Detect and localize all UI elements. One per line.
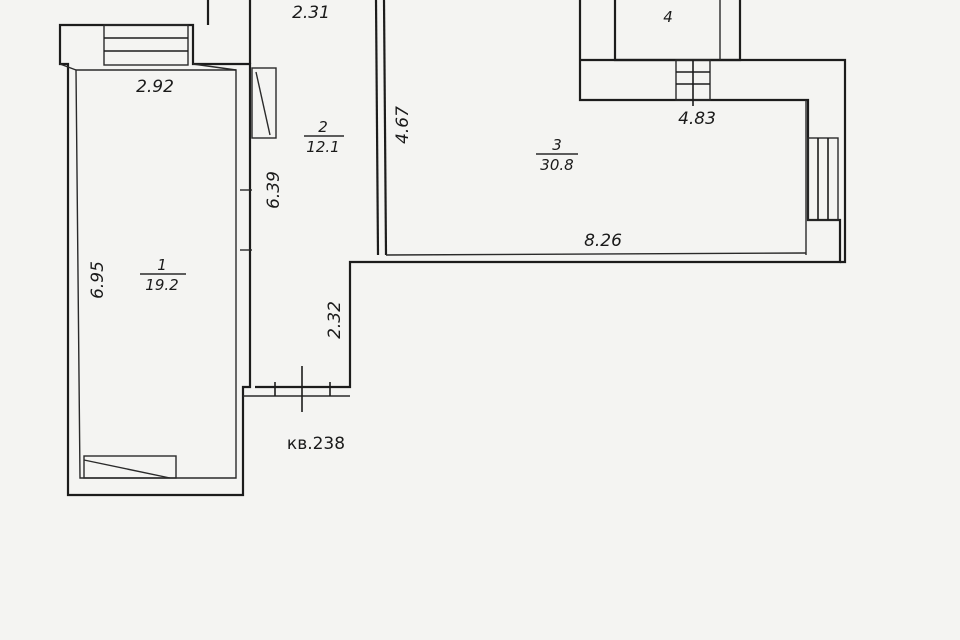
dim-room3-top-width: 4.83 (678, 109, 716, 129)
room-2-number: 2 (318, 118, 328, 136)
dim-room1-length: 6.95 (88, 261, 108, 299)
room-4-number: 4 (663, 8, 673, 26)
dim-room3-bottom-width: 8.26 (584, 231, 622, 251)
room-3-window-right (807, 137, 839, 221)
room-1-window (103, 24, 189, 66)
dim-room2-length: 6.39 (264, 171, 284, 209)
dim-room1-width: 2.92 (136, 77, 174, 97)
room-1-number: 1 (157, 256, 167, 274)
room-3-window-top (675, 59, 711, 106)
room-1-radiator (83, 455, 177, 479)
dim-room3-depth: 4.67 (393, 106, 413, 144)
dim-top-corridor: 2.31 (292, 3, 330, 23)
dim-entry-length: 2.32 (325, 301, 345, 339)
apartment-label: кв.238 (287, 434, 345, 454)
room-2-cabinet (240, 67, 277, 251)
room-1-area: 19.2 (145, 276, 178, 294)
room-2-walls (206, 0, 388, 397)
room-3-number: 3 (552, 136, 562, 154)
room-3-walls (385, 0, 847, 264)
room-1-walls (58, 23, 252, 497)
room-3-area: 30.8 (540, 156, 573, 174)
entry-door (274, 366, 331, 412)
room-2-area: 12.1 (306, 138, 339, 156)
